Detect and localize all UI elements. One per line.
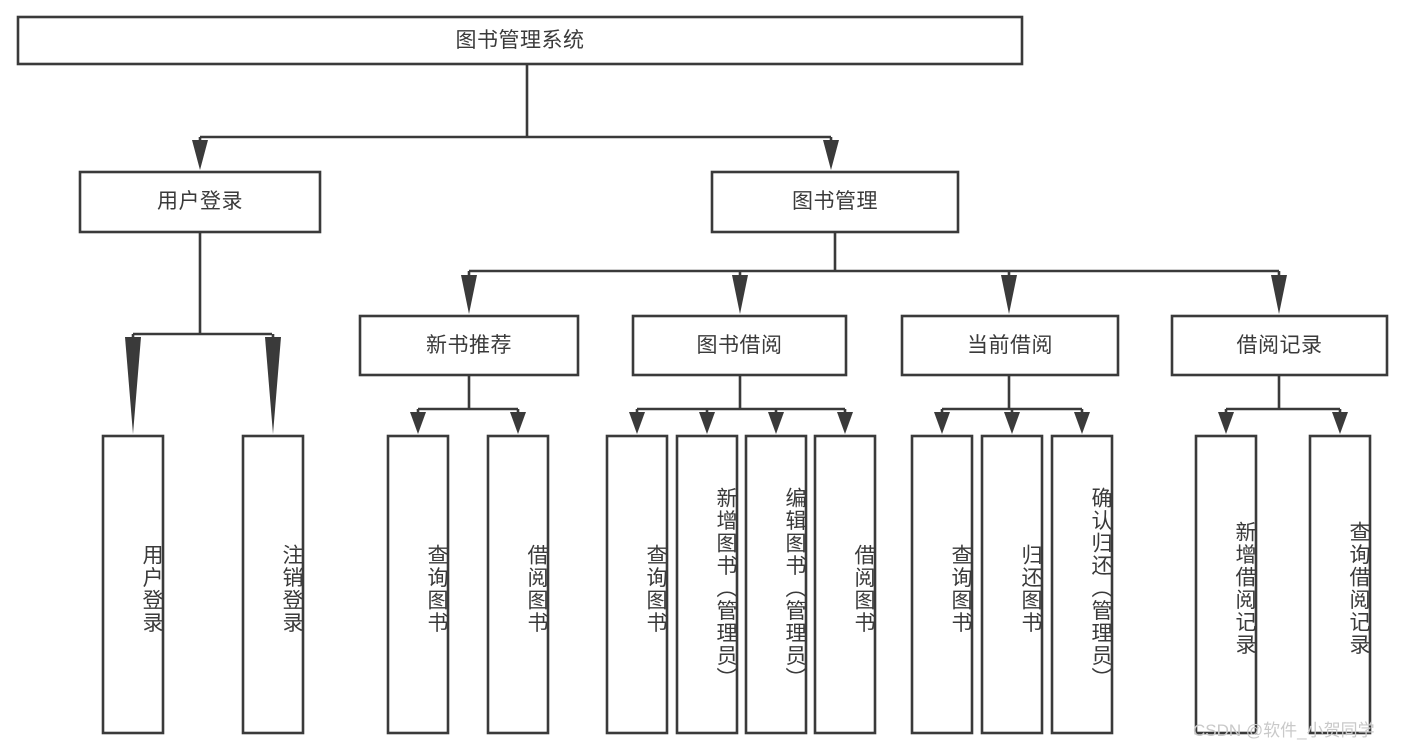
node-level3-box-1[interactable] <box>631 314 848 377</box>
node-leaf-box-8[interactable] <box>910 434 974 735</box>
arrow-head-bookmgmt-4 <box>1271 275 1287 314</box>
node-level3-box-0[interactable] <box>358 314 580 377</box>
arrow-head-current-2 <box>1004 412 1020 434</box>
arrow-head-borrow-4 <box>837 412 853 434</box>
node-root-box[interactable] <box>16 15 1024 66</box>
node-leaf-box-2[interactable] <box>386 434 450 735</box>
node-level3-box-2[interactable] <box>900 314 1120 377</box>
csdn-watermark: CSDN @软件_小贺同学 <box>1193 721 1375 740</box>
connector-layer <box>125 64 1348 434</box>
node-level2-box-0[interactable] <box>78 170 322 234</box>
arrow-head-record-1 <box>1218 412 1234 434</box>
arrow-head-record-2 <box>1332 412 1348 434</box>
arrow-head-bookmgmt-3 <box>1001 275 1017 314</box>
arrow-head-bookmgmt-1 <box>461 275 477 314</box>
arrow-head-borrow-1 <box>629 412 645 434</box>
node-box-layer <box>16 15 1389 735</box>
arrow-head-current-3 <box>1074 412 1090 434</box>
arrow-head-root-2 <box>823 140 839 170</box>
arrow-head-borrow-3 <box>768 412 784 434</box>
arrow-head-newbook-1 <box>410 412 426 434</box>
node-leaf-box-9[interactable] <box>980 434 1044 735</box>
arrow-head-root-1 <box>192 140 208 170</box>
node-level2-box-1[interactable] <box>710 170 960 234</box>
node-leaf-box-4[interactable] <box>605 434 669 735</box>
node-leaf-box-1[interactable] <box>241 434 305 735</box>
node-leaf-box-7[interactable] <box>813 434 877 735</box>
node-leaf-box-10[interactable] <box>1050 434 1114 735</box>
node-leaf-box-6[interactable] <box>744 434 808 735</box>
node-leaf-box-3[interactable] <box>486 434 550 735</box>
arrow-head-borrow-2 <box>699 412 715 434</box>
node-leaf-box-12[interactable] <box>1308 434 1372 735</box>
node-level3-box-3[interactable] <box>1170 314 1389 377</box>
node-leaf-box-0[interactable] <box>101 434 165 735</box>
arrow-head-bookmgmt-2 <box>732 275 748 314</box>
arrow-head-newbook-2 <box>510 412 526 434</box>
node-leaf-box-5[interactable] <box>675 434 739 735</box>
node-leaf-box-11[interactable] <box>1194 434 1258 735</box>
arrow-head-current-1 <box>934 412 950 434</box>
